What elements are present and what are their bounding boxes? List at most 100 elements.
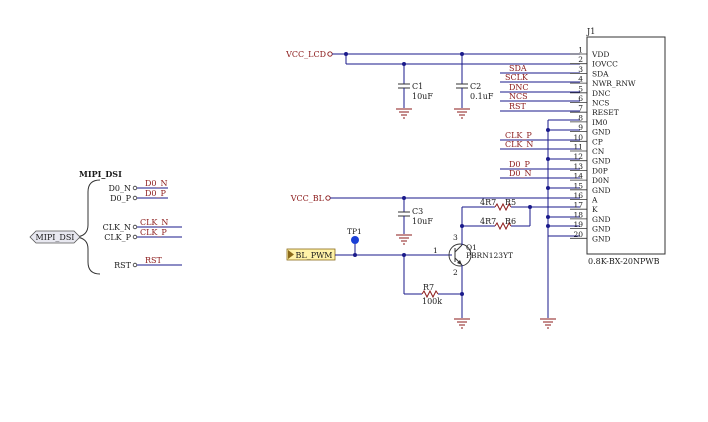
bl-pwm-label: BL_PWM xyxy=(296,251,333,260)
r7-value: 100k xyxy=(422,297,442,306)
j1-part: 0.8K-BX-20NPWB xyxy=(588,257,660,266)
bl-pwm-arrow xyxy=(288,250,294,259)
j1-pin-number: 14 xyxy=(573,172,583,181)
j1-body xyxy=(586,36,666,255)
port-name-rst: RST xyxy=(114,261,132,270)
sheet-title: MIPI_DSI xyxy=(79,169,122,179)
vcc-bl-port-circle xyxy=(325,195,331,201)
j1-pin-number: 5 xyxy=(578,84,583,93)
net-label-clkn-j1: CLK_N xyxy=(505,140,533,149)
j1-pin-name: GND xyxy=(592,128,611,137)
net-label-rst-j1: RST xyxy=(509,102,527,111)
j1-pin-number: 2 xyxy=(578,55,583,64)
port-name-d0p: D0_P xyxy=(110,194,132,203)
resistor-r7 xyxy=(421,289,439,299)
port-pin-clkp[interactable] xyxy=(132,234,138,240)
vcc-lcd-section: VCC_LCD C1 10uF C2 0.1uF xyxy=(285,50,580,119)
ground-symbol-c2 xyxy=(454,108,470,119)
ground-bus xyxy=(540,119,580,329)
signal-nets: SDA SCLK DNC NCS RST CLK_P CLK_N D0_P D0… xyxy=(500,64,580,179)
testpoint-tp1[interactable] xyxy=(351,236,359,244)
j1-pin-number: 4 xyxy=(578,75,583,84)
net-label-ncs: NCS xyxy=(509,92,528,101)
j1-pin-name: D0P xyxy=(592,166,608,175)
c2-ref: C2 xyxy=(470,82,481,91)
port-pin-d0p[interactable] xyxy=(132,195,138,201)
j1-pin-name: GND xyxy=(592,157,611,166)
j1-pin-name: SDA xyxy=(592,69,609,78)
net-label-sda: SDA xyxy=(509,64,527,73)
r5-ref: R5 xyxy=(505,198,516,207)
ground-symbol-bus xyxy=(540,318,556,329)
j1-pin-number: 1 xyxy=(578,46,583,55)
j1-pin-name: DNC xyxy=(592,89,611,98)
j1-pin-number: 19 xyxy=(573,220,583,229)
power-port-vcc-lcd[interactable]: VCC_LCD xyxy=(285,50,326,59)
resistor-r6 xyxy=(494,221,512,231)
q1-part: PBRN123YT xyxy=(466,251,513,260)
c2-value: 0.1uF xyxy=(470,92,494,101)
c1-ref: C1 xyxy=(412,82,423,91)
port-name-d0n: D0_N xyxy=(108,184,131,193)
j1-pin-name: IOVCC xyxy=(592,60,618,69)
r7-ref: R7 xyxy=(423,283,434,292)
net-label-clkp: CLK_P xyxy=(140,228,167,237)
j1-pin-number: 3 xyxy=(578,65,583,74)
ground-symbol-c1 xyxy=(396,108,412,119)
tp1-label: TP1 xyxy=(347,227,362,236)
j1-pin-number: 11 xyxy=(573,143,583,152)
port-pin-clkn[interactable] xyxy=(132,224,138,230)
j1-pin-number: 17 xyxy=(573,201,583,210)
r5-value: 4R7 xyxy=(480,198,496,207)
net-label-sclk: SCLK xyxy=(505,73,529,82)
net-label-rst: RST xyxy=(145,256,163,265)
j1-ref: J1 xyxy=(586,27,595,36)
j1-pin-name: RESET xyxy=(592,108,619,117)
c1-value: 10uF xyxy=(412,92,433,101)
j1-pin-number: 10 xyxy=(573,133,583,142)
j1-pin-name: IM0 xyxy=(592,118,608,127)
j1-pin-name: D0N xyxy=(592,176,610,185)
q1-pin-c: 3 xyxy=(453,233,458,242)
q1-ref: Q1 xyxy=(466,243,477,252)
j1-pin-name: A xyxy=(591,196,598,205)
c3-value: 10uF xyxy=(412,217,433,226)
net-label-dnc: DNC xyxy=(509,83,529,92)
power-port-vcc-bl[interactable]: VCC_BL xyxy=(290,194,325,203)
net-label-d0p: D0_P xyxy=(145,189,167,198)
net-label-d0n-j1: D0_N xyxy=(509,169,532,178)
q1-pin-e: 2 xyxy=(453,268,458,277)
resistor-r5 xyxy=(494,202,512,212)
j1-pin-name: NWR_RNW xyxy=(592,79,636,88)
j1-pin-number: 12 xyxy=(573,152,583,161)
sheet-port-label: MIPI_DSI xyxy=(36,233,75,242)
j1-pin-number: 13 xyxy=(573,162,583,171)
port-pin-rst[interactable] xyxy=(132,262,138,268)
j1-pin-number: 8 xyxy=(578,113,583,122)
sheet-port-mipi-dsi[interactable] xyxy=(29,230,81,244)
j1-pin-number: 7 xyxy=(578,104,583,113)
net-label-d0n: D0_N xyxy=(145,179,168,188)
port-name-clkn: CLK_N xyxy=(103,223,131,232)
ground-symbol-q1 xyxy=(454,318,470,329)
transistor-q1 xyxy=(448,243,472,267)
net-label-clkn: CLK_N xyxy=(140,218,168,227)
port-pin-d0n[interactable] xyxy=(132,185,138,191)
j1-pin-number: 20 xyxy=(573,230,583,239)
j1-pin-name: GND xyxy=(592,215,611,224)
j1-pin-name: GND xyxy=(592,186,611,195)
j1-pin-number: 16 xyxy=(573,191,583,200)
sheet-brace xyxy=(75,179,101,275)
j1-pin-name: GND xyxy=(592,225,611,234)
sheet-symbol-mipi-dsi[interactable]: MIPI_DSI MIPI_DSI D0_N D0_N D0_P D0_P CL… xyxy=(29,169,182,275)
net-label-d0p-j1: D0_P xyxy=(509,160,531,169)
j1-pin-name: GND xyxy=(592,234,611,243)
j1-pin-number: 9 xyxy=(578,123,583,132)
j1-pin-number: 18 xyxy=(573,210,583,219)
j1-pin-number: 15 xyxy=(573,181,583,190)
backlight-section: VCC_BL C3 10uF 4R7 R5 4R7 R6 BL_P xyxy=(286,194,580,329)
j1-pin-name: CN xyxy=(592,147,605,156)
